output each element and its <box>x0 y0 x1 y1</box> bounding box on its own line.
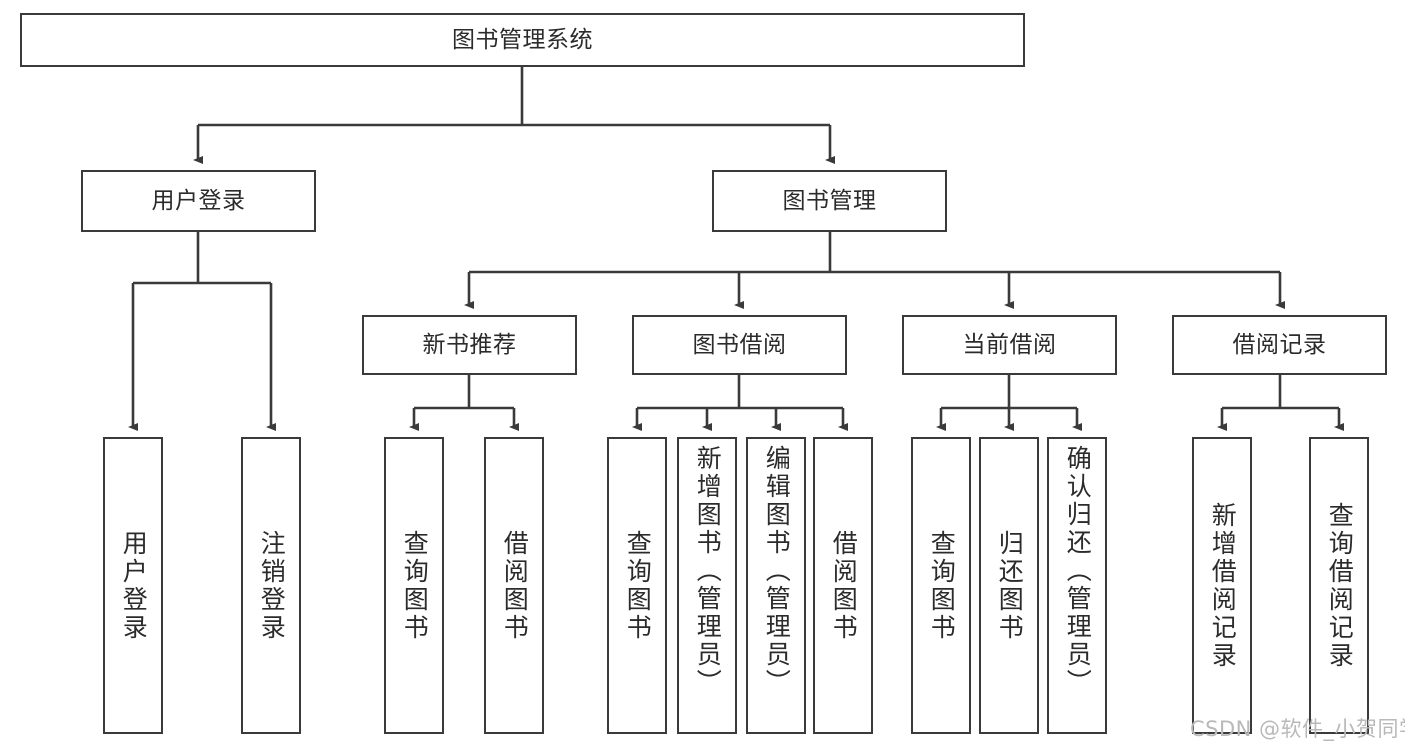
csdn-watermark: CSDN @软件_小贺同学 <box>1190 717 1405 741</box>
node-book-borrow-label: 图书借阅 <box>692 331 787 358</box>
leaf-record-query-record[interactable]: 查询借阅记录 <box>1309 437 1369 734</box>
leaf-label: 注销登录 <box>257 529 287 642</box>
leaf-borrow-query-book[interactable]: 查询图书 <box>607 437 667 734</box>
node-borrow-record-label: 借阅记录 <box>1232 331 1327 358</box>
leaf-user-login-logout[interactable]: 注销登录 <box>241 437 301 734</box>
leaf-current-return-book[interactable]: 归还图书 <box>979 437 1039 734</box>
node-user-login-label: 用户登录 <box>151 187 246 214</box>
node-current-borrow-label: 当前借阅 <box>962 331 1057 358</box>
leaf-borrow-edit-book-admin[interactable]: 编辑图书（管理员） <box>746 437 806 734</box>
leaf-new-book-borrow[interactable]: 借阅图书 <box>484 437 544 734</box>
leaf-new-book-query[interactable]: 查询图书 <box>384 437 444 734</box>
leaf-borrow-borrow-book[interactable]: 借阅图书 <box>813 437 873 734</box>
leaf-label: 查询借阅记录 <box>1325 501 1355 670</box>
leaf-label: 查询图书 <box>623 529 653 642</box>
leaf-current-query-book[interactable]: 查询图书 <box>911 437 971 734</box>
leaf-label: 归还图书 <box>995 529 1025 642</box>
leaf-label: 查询图书 <box>400 529 430 642</box>
node-book-management[interactable]: 图书管理 <box>712 170 947 232</box>
leaf-label: 借阅图书 <box>500 529 530 642</box>
leaf-label: 编辑图书（管理员） <box>762 445 792 697</box>
leaf-user-login-login[interactable]: 用户登录 <box>103 437 163 734</box>
leaf-label: 用户登录 <box>119 529 149 642</box>
leaf-label: 确认归还（管理员） <box>1063 445 1093 697</box>
node-user-login[interactable]: 用户登录 <box>81 170 316 232</box>
leaf-label: 借阅图书 <box>829 529 859 642</box>
node-new-book-recommend-label: 新书推荐 <box>422 331 517 358</box>
leaf-current-confirm-return-admin[interactable]: 确认归还（管理员） <box>1047 437 1107 734</box>
leaf-label: 新增图书（管理员） <box>693 445 723 697</box>
node-book-borrow[interactable]: 图书借阅 <box>632 315 847 375</box>
node-root-label: 图书管理系统 <box>452 26 593 53</box>
node-current-borrow[interactable]: 当前借阅 <box>902 315 1117 375</box>
node-root[interactable]: 图书管理系统 <box>20 13 1025 67</box>
node-new-book-recommend[interactable]: 新书推荐 <box>362 315 577 375</box>
node-borrow-record[interactable]: 借阅记录 <box>1172 315 1387 375</box>
leaf-label: 新增借阅记录 <box>1208 501 1238 670</box>
leaf-borrow-add-book-admin[interactable]: 新增图书（管理员） <box>677 437 737 734</box>
leaf-record-add-record[interactable]: 新增借阅记录 <box>1192 437 1252 734</box>
leaf-label: 查询图书 <box>927 529 957 642</box>
node-book-management-label: 图书管理 <box>782 187 877 214</box>
